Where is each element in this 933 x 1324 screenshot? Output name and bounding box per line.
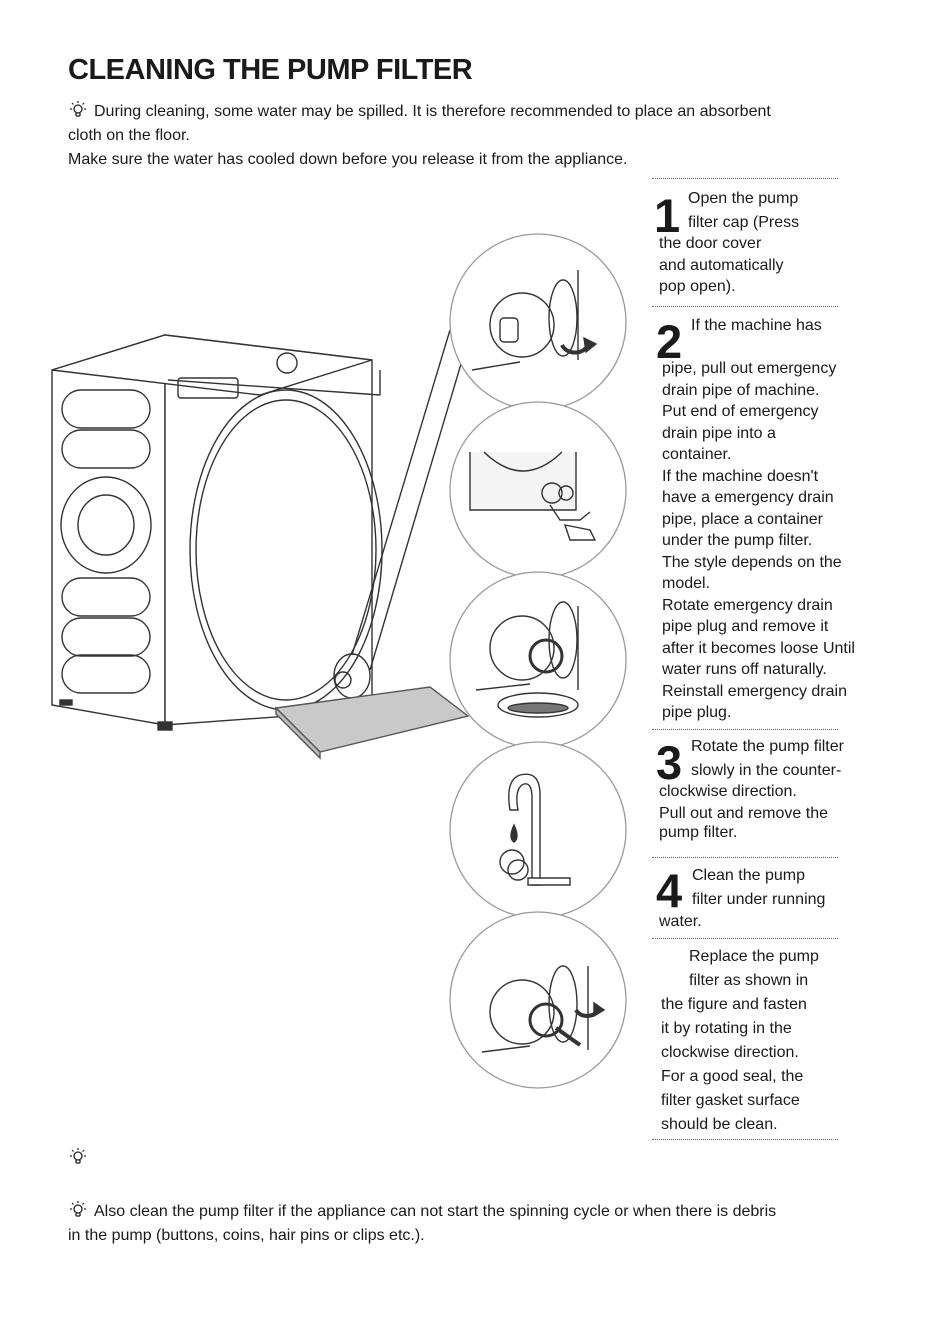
step5-line-8: should be clean.	[661, 1116, 778, 1133]
step2-text: have a emergency drain	[662, 489, 834, 506]
footer-line-1: Also clean the pump filter if the applia…	[94, 1203, 777, 1220]
step2-text: Put end of emergency	[662, 403, 819, 420]
step-number-4: 4	[656, 864, 683, 917]
step2-text: If the machine doesn't	[662, 467, 819, 485]
step4-drawing	[499, 773, 571, 886]
step2-drawing	[469, 451, 597, 541]
step5-line-7: filter gasket surface	[661, 1092, 800, 1109]
step-number-1: 1	[654, 189, 681, 242]
lightbulb-icon	[70, 1148, 86, 1164]
step2-text: water runs off naturally.	[662, 661, 827, 678]
step5-line-5: clockwise direction.	[661, 1044, 799, 1061]
step5-line-1: Replace the pump	[689, 948, 819, 965]
step5-line-3: the figure and fasten	[661, 996, 807, 1013]
footer-text: Also clean the pump filter if the applia…	[68, 1200, 868, 1248]
step4-line-1: Clean the pump	[692, 867, 805, 884]
step1-line-3: the door cover	[659, 235, 762, 252]
separator	[652, 1139, 838, 1140]
footer-line-2: in the pump (buttons, coins, hair pins o…	[68, 1227, 425, 1244]
step1-line-4: and automatically	[659, 257, 784, 274]
step2-text: pipe, pull out emergency	[662, 360, 837, 377]
step3-line-1: Rotate the pump filter	[691, 738, 844, 755]
step2-text: pipe plug.	[662, 704, 732, 721]
separator	[652, 178, 838, 179]
step2-line-1: If the machine has	[691, 317, 822, 334]
step1-drawing	[471, 270, 598, 371]
step3-line-3: clockwise direction.	[659, 783, 797, 800]
step1-line-2: filter cap (Press	[688, 214, 800, 231]
step5-line-6: For a good seal, the	[661, 1068, 804, 1085]
step2-text: The style depends on the	[662, 553, 842, 571]
step1-line-1: Open the pump	[688, 190, 799, 207]
step2-text: under the pump filter.	[662, 532, 813, 549]
separator	[652, 857, 838, 858]
separator	[652, 729, 838, 730]
lightbulb-icon	[70, 1201, 86, 1217]
step2-text: drain pipe of machine.	[662, 381, 820, 399]
step3-line-5: pump filter.	[659, 824, 738, 841]
step2-body: pipe, pull out emergency drain pipe of m…	[662, 358, 892, 724]
separator	[652, 938, 838, 939]
intro-line-3: Make sure the water has cooled down befo…	[68, 151, 628, 168]
step-number-2: 2	[656, 315, 683, 368]
step3-drawing	[475, 601, 579, 718]
step2-text: drain pipe into a	[662, 424, 776, 442]
step5-line-2: filter as shown in	[689, 972, 809, 989]
intro-line-2: cloth on the floor.	[68, 127, 190, 144]
lightbulb-icon	[70, 101, 86, 117]
step-number-3: 3	[656, 736, 683, 789]
page-title: CLEANING THE PUMP FILTER	[68, 54, 473, 86]
step2-text: pipe, place a container	[662, 510, 823, 528]
step2-text: model.	[662, 575, 711, 592]
intro-text: During cleaning, some water may be spill…	[68, 100, 868, 172]
step4-line-3: water.	[659, 913, 702, 930]
step2-text: after it becomes loose Until	[662, 639, 855, 657]
step5-line-4: it by rotating in the	[661, 1020, 792, 1037]
step1-line-5: pop open).	[659, 278, 736, 295]
step3-line-2: slowly in the counter-	[691, 762, 842, 779]
intro-line-1: During cleaning, some water may be spill…	[94, 103, 771, 120]
step2-text: container.	[662, 446, 732, 463]
separator	[652, 306, 838, 307]
washing-machine-drawing	[51, 299, 481, 731]
step2-text: Reinstall emergency drain	[662, 682, 847, 700]
step4-line-2: filter under running	[692, 891, 826, 908]
step3-line-4: Pull out and remove the	[659, 805, 828, 822]
step5-drawing	[481, 965, 606, 1053]
step2-text: Rotate emergency drain	[662, 596, 833, 614]
step2-text: pipe plug and remove it	[662, 618, 829, 635]
